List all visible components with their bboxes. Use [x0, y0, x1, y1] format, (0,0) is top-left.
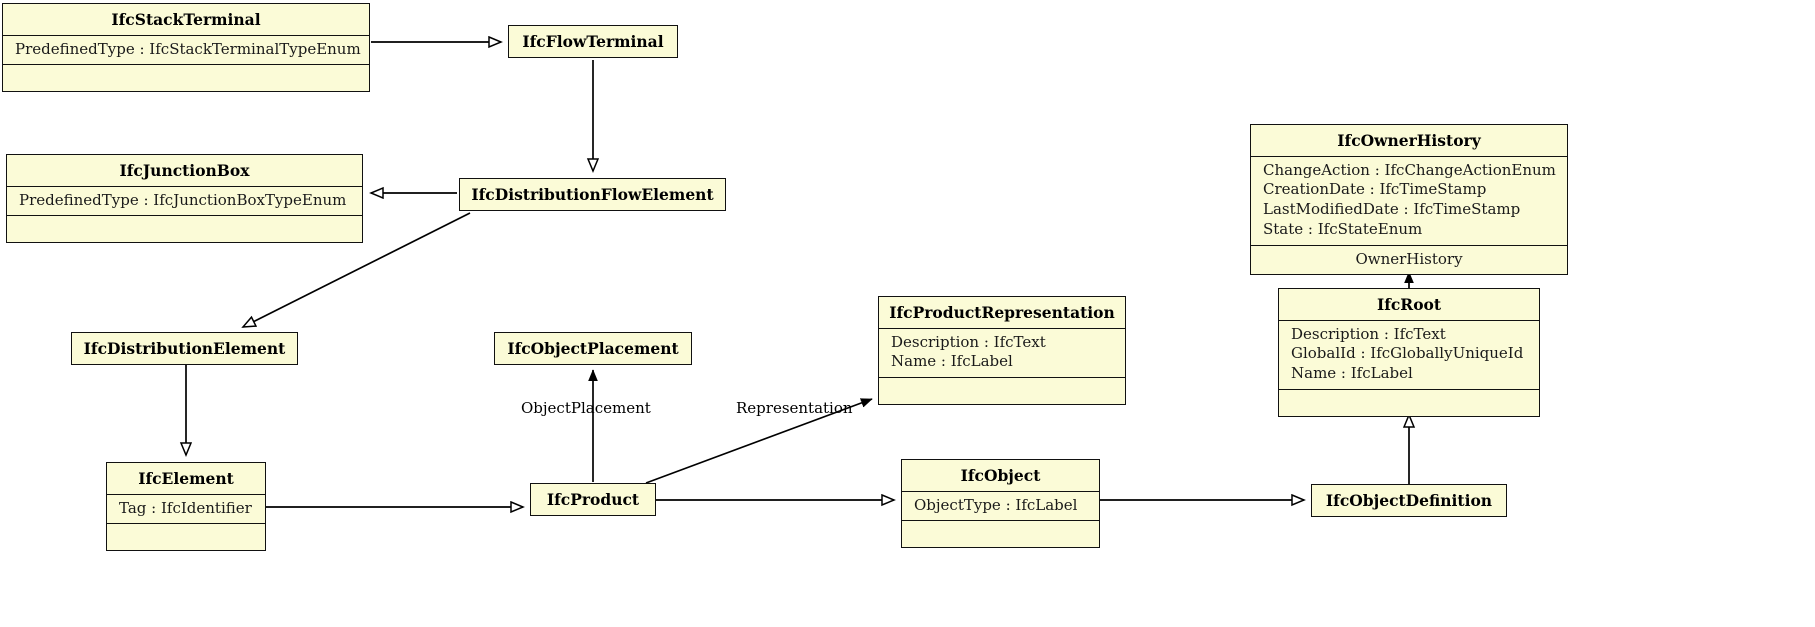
attributes-compartment: PredefinedType : IfcJunctionBoxTypeEnum: [7, 185, 362, 216]
attribute-row: State : IfcStateEnum: [1263, 219, 1423, 238]
attribute-row: PredefinedType : IfcJunctionBoxTypeEnum: [19, 190, 347, 209]
class-name: IfcProduct: [546, 490, 640, 509]
attribute-row: LastModifiedDate : IfcTimeStamp: [1263, 200, 1521, 219]
class-name: IfcObject: [960, 466, 1041, 485]
attribute-row: PredefinedType : IfcStackTerminalTypeEnu…: [15, 39, 361, 58]
class-ifcdistributionelement[interactable]: IfcDistributionElement: [71, 332, 298, 365]
class-name: IfcDistributionElement: [83, 339, 286, 358]
class-ifcobject[interactable]: IfcObject ObjectType : IfcLabel: [901, 459, 1100, 549]
attributes-compartment: Description : IfcText GlobalId : IfcGlob…: [1279, 319, 1539, 389]
class-name: IfcElement: [138, 469, 234, 488]
class-ifcstackterminal[interactable]: IfcStackTerminal PredefinedType : IfcSta…: [2, 3, 370, 93]
class-name: IfcDistributionFlowElement: [471, 185, 714, 204]
class-name: IfcOwnerHistory: [1337, 131, 1481, 150]
attributes-compartment: PredefinedType : IfcStackTerminalTypeEnu…: [3, 34, 369, 65]
class-ifcelement[interactable]: IfcElement Tag : IfcIdentifier: [106, 462, 266, 552]
class-ifcjunctionbox[interactable]: IfcJunctionBox PredefinedType : IfcJunct…: [6, 154, 363, 244]
class-name: IfcObjectPlacement: [507, 339, 679, 358]
attribute-row: Tag : IfcIdentifier: [119, 498, 252, 517]
attributes-compartment: Description : IfcText Name : IfcLabel: [879, 327, 1125, 378]
attribute-row: Name : IfcLabel: [891, 352, 1013, 371]
attribute-row: Description : IfcText: [891, 332, 1046, 351]
attributes-compartment: ObjectType : IfcLabel: [902, 490, 1099, 521]
class-name: IfcJunctionBox: [119, 161, 250, 180]
attribute-row: CreationDate : IfcTimeStamp: [1263, 180, 1487, 199]
class-name: IfcRoot: [1376, 295, 1442, 314]
class-ifcobjectdefinition[interactable]: IfcObjectDefinition: [1311, 484, 1507, 517]
class-name: IfcProductRepresentation: [889, 303, 1115, 322]
operations-compartment: [107, 523, 265, 550]
association-role-label: OwnerHistory: [1355, 249, 1463, 268]
attributes-compartment: Tag : IfcIdentifier: [107, 493, 265, 524]
attribute-row: Name : IfcLabel: [1291, 364, 1413, 383]
operations-compartment: [7, 215, 362, 242]
operations-compartment: [902, 520, 1099, 547]
edge-label-objectplacement: ObjectPlacement: [521, 399, 651, 417]
class-ifcproductrepresentation[interactable]: IfcProductRepresentation Description : I…: [878, 296, 1126, 406]
attributes-compartment: ChangeAction : IfcChangeActionEnum Creat…: [1251, 155, 1567, 245]
class-ifcroot[interactable]: IfcRoot Description : IfcText GlobalId :…: [1278, 288, 1540, 417]
operations-compartment: [1279, 388, 1539, 416]
class-ifcproduct[interactable]: IfcProduct: [530, 483, 656, 516]
attribute-row: Description : IfcText: [1291, 324, 1446, 343]
class-ifcflowterminal[interactable]: IfcFlowTerminal: [508, 25, 678, 58]
operations-compartment: [3, 64, 369, 91]
class-ifcobjectplacement[interactable]: IfcObjectPlacement: [494, 332, 692, 365]
association-role-compartment: OwnerHistory: [1251, 244, 1567, 275]
attribute-row: GlobalId : IfcGloballyUniqueId: [1291, 344, 1524, 363]
class-ifcownerhistory[interactable]: IfcOwnerHistory ChangeAction : IfcChange…: [1250, 124, 1568, 276]
attribute-row: ObjectType : IfcLabel: [914, 495, 1078, 514]
operations-compartment: [879, 377, 1125, 404]
attribute-row: ChangeAction : IfcChangeActionEnum: [1263, 160, 1556, 179]
edge-label-representation: Representation: [736, 399, 853, 417]
class-name: IfcStackTerminal: [111, 10, 261, 29]
class-name: IfcObjectDefinition: [1325, 491, 1493, 510]
class-name: IfcFlowTerminal: [522, 32, 664, 51]
class-ifcdistributionflowelement[interactable]: IfcDistributionFlowElement: [459, 178, 726, 211]
